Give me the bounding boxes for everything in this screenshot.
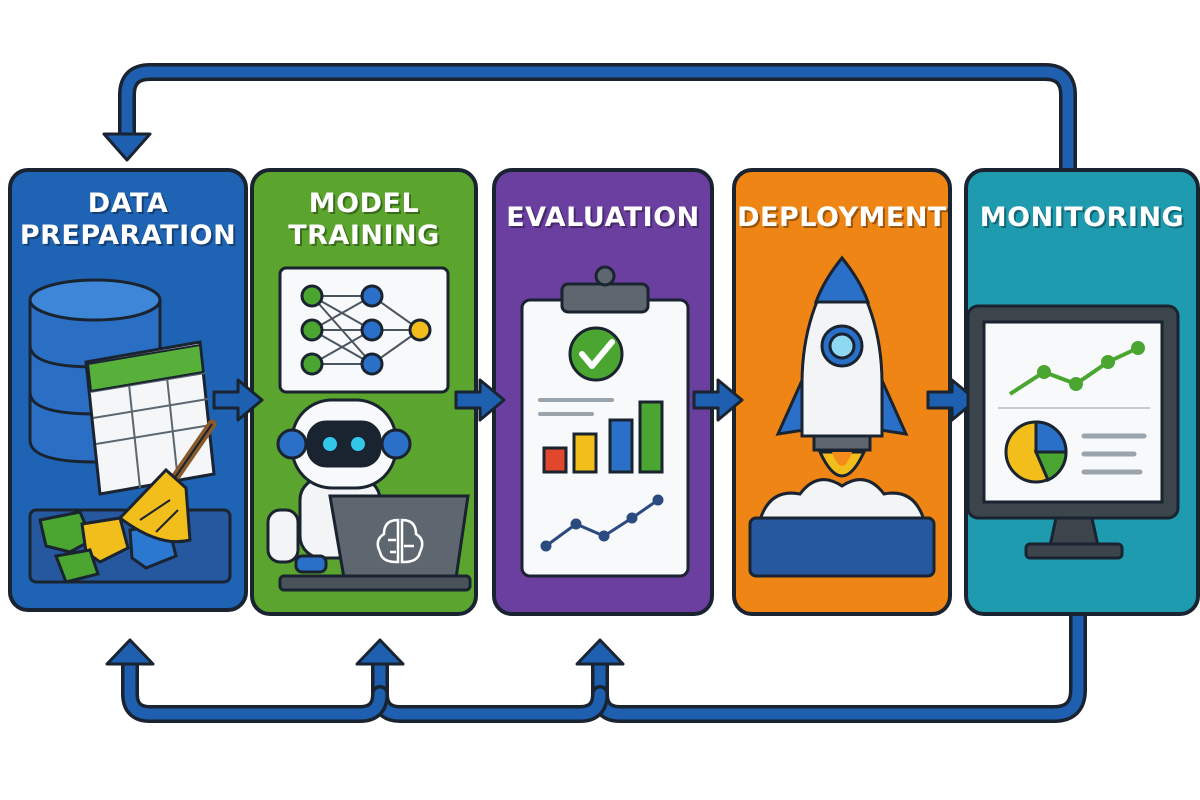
data-preparation-illustration: [28, 278, 232, 584]
stage-title-line: MODEL: [308, 188, 420, 219]
stage-title-line: DATA: [87, 188, 169, 219]
pie-chart-icon: [1004, 420, 1068, 484]
arrow-deployment-to-monitoring: [926, 378, 978, 422]
arrow-prep-to-training: [212, 378, 264, 422]
checkmark-icon: [568, 326, 624, 382]
line-chart-icon: [540, 494, 664, 552]
monitoring-illustration: [966, 304, 1180, 560]
text-lines: [538, 398, 614, 416]
stage-title-line: MONITORING: [979, 202, 1185, 233]
stage-title-evaluation: EVALUATION: [494, 202, 712, 234]
arrow-evaluation-to-deployment: [692, 378, 744, 422]
arrow-training-to-evaluation: [454, 378, 506, 422]
stage-title-deployment: DEPLOYMENT: [734, 202, 950, 234]
laptop-icon: [278, 494, 472, 592]
spreadsheet-icon: [84, 340, 216, 496]
brain-icon: [376, 518, 424, 564]
neural-network-icon: [278, 266, 450, 394]
stage-title-data-preparation: DATA PREPARATION: [10, 188, 246, 252]
stage-title-line: PREPARATION: [19, 220, 237, 251]
feedback-loops: [102, 63, 1087, 723]
model-training-illustration: [266, 266, 472, 592]
evaluation-illustration: [520, 265, 690, 578]
stage-title-line: TRAINING: [288, 220, 440, 251]
line-chart-icon: [1008, 341, 1145, 396]
bottom-feedback-arrow: [105, 591, 1087, 723]
stage-title-line: DEPLOYMENT: [737, 202, 947, 233]
deployment-illustration: [748, 255, 936, 578]
stage-title-model-training: MODEL TRAINING: [252, 188, 476, 252]
bar-chart-icon: [542, 400, 664, 474]
text-lines: [1081, 433, 1147, 475]
stage-title-monitoring: MONITORING: [966, 202, 1198, 234]
launch-pad-icon: [748, 478, 936, 578]
forward-arrows: [212, 378, 978, 422]
rocket-icon: [775, 255, 909, 478]
top-feedback-arrow: [102, 63, 1077, 177]
stage-title-line: EVALUATION: [506, 202, 700, 233]
broom-icon: [117, 419, 217, 544]
